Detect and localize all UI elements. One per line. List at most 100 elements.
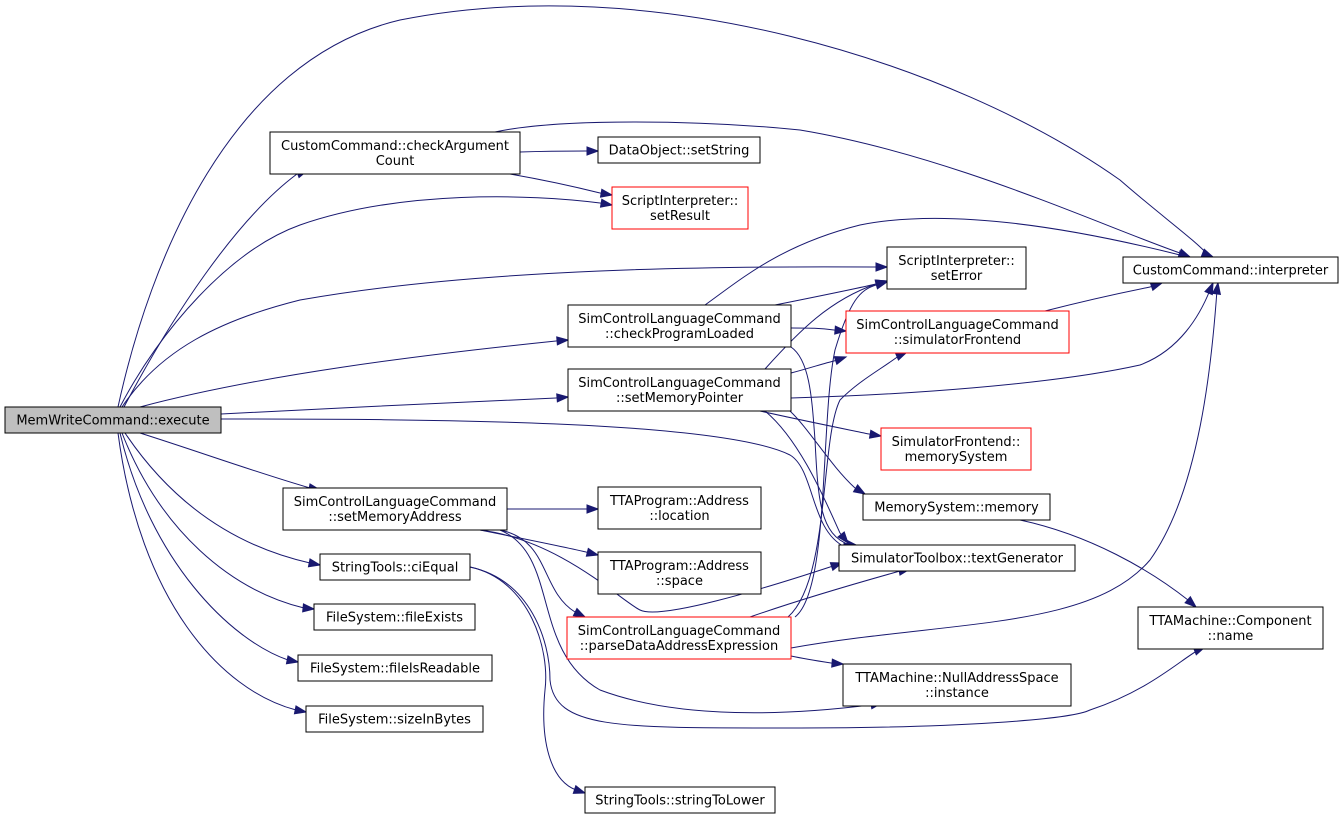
edge-setMemAddr-location (506, 504, 600, 514)
node-box (1137, 606, 1324, 650)
edge-line (1019, 519, 1189, 601)
edge-line (220, 418, 846, 548)
arrowhead-icon (875, 262, 889, 272)
node-label: SimulatorFrontend:: (892, 435, 1021, 450)
edge-exec-setResult (119, 196, 614, 408)
node-exec[interactable]: MemWriteCommand::execute (4, 406, 222, 434)
edge-exec-fileExists (121, 432, 316, 613)
edge-setMemAddr-parseExpr (499, 529, 587, 618)
edge-checkArg-setString (519, 146, 600, 156)
node-label: TTAMachine::Component (1148, 614, 1311, 629)
node-box (597, 136, 761, 164)
edge-line (794, 284, 877, 618)
node-space[interactable]: TTAProgram::Address::space (597, 551, 762, 595)
node-fileReadable[interactable]: FileSystem::fileIsReadable (297, 654, 493, 682)
arrowhead-icon (874, 280, 889, 290)
node-memSystem[interactable]: SimulatorFrontend::memorySystem (880, 427, 1032, 471)
node-label: ::parseDataAddressExpression (580, 639, 778, 654)
arrowhead-icon (572, 784, 587, 794)
edge-line-end (829, 566, 832, 568)
arrowhead-icon (586, 504, 600, 514)
arrowhead-icon (833, 356, 848, 366)
edge-line (774, 283, 877, 306)
node-textGen[interactable]: SimulatorToolbox::textGenerator (838, 544, 1076, 572)
arrowhead-icon (852, 484, 867, 495)
edge-line (139, 432, 311, 489)
edge-line (790, 327, 835, 331)
edge-exec-textGen (220, 418, 857, 552)
node-simFront[interactable]: SimControlLanguageCommand::simulatorFron… (845, 310, 1070, 354)
node-label: ::instance (925, 686, 989, 701)
node-setMemAddr[interactable]: SimControlLanguageCommand::setMemoryAddr… (282, 487, 508, 531)
arrowhead-icon (307, 558, 322, 568)
node-label: ::setMemoryAddress (328, 510, 461, 525)
edge-setMemAddr-space (479, 529, 600, 557)
edge-parseExpr-setError (794, 280, 889, 618)
node-compName[interactable]: TTAMachine::Component::name (1137, 606, 1324, 650)
edge-line (764, 283, 877, 370)
edge-line (469, 566, 577, 791)
arrowhead-icon (585, 547, 600, 557)
edge-line (519, 150, 587, 153)
node-fileExists[interactable]: FileSystem::fileExists (313, 603, 476, 631)
node-box (842, 663, 1072, 707)
edge-line (124, 432, 311, 564)
node-checkProg[interactable]: SimControlLanguageCommand::checkProgramL… (567, 304, 792, 348)
edge-setMemPtr-textGen (764, 410, 849, 545)
node-label: CustomCommand::checkArgument (281, 139, 509, 154)
edge-line (787, 354, 901, 618)
node-label: setResult (650, 209, 710, 224)
edge-line (220, 397, 557, 415)
edge-setMemPtr-simFront (790, 356, 848, 374)
arrowhead-icon (599, 198, 614, 208)
node-memory[interactable]: MemorySystem::memory (862, 493, 1051, 521)
node-label: MemorySystem::memory (874, 501, 1039, 516)
node-box (305, 705, 484, 733)
edge-line (469, 566, 1201, 729)
arrowhead-icon (302, 603, 316, 613)
edge-parseExpr-interp (790, 281, 1222, 649)
edge-exec-fileReadable (119, 432, 300, 665)
node-label: ::checkProgramLoaded (605, 327, 754, 342)
node-label: FileSystem::fileExists (326, 611, 463, 626)
edge-line (119, 196, 601, 408)
node-location[interactable]: TTAProgram::Address::location (597, 486, 762, 530)
edge-line (139, 340, 557, 408)
edge-line (790, 289, 1218, 649)
edge-line-end (1202, 252, 1209, 256)
edge-simFront-interp (1044, 282, 1164, 312)
arrowhead-icon (285, 655, 300, 665)
node-label: SimControlLanguageCommand (578, 376, 781, 391)
node-label: ::space (656, 574, 703, 589)
node-box (597, 486, 762, 530)
node-sizeInBytes[interactable]: FileSystem::sizeInBytes (305, 705, 484, 733)
edge-line (764, 410, 841, 534)
node-label: MemWriteCommand::execute (16, 414, 209, 429)
node-box (566, 616, 792, 660)
node-setMemPtr[interactable]: SimControlLanguageCommand::setMemoryPoin… (567, 368, 792, 412)
nodes: MemWriteCommand::execute CustomCommand::c… (4, 131, 1339, 814)
edge-line (790, 289, 1211, 399)
edge-ciEqual-toLower (469, 566, 587, 794)
node-setString[interactable]: DataObject::setString (597, 136, 761, 164)
node-nullAddr[interactable]: TTAMachine::NullAddressSpace::instance (842, 663, 1072, 707)
node-setError[interactable]: ScriptInterpreter::setError (886, 246, 1027, 290)
node-label: StringTools::stringToLower (595, 794, 765, 809)
node-parseExpr[interactable]: SimControlLanguageCommand::parseDataAddr… (566, 616, 792, 660)
node-label: FileSystem::sizeInBytes (318, 713, 471, 728)
node-label: Count (376, 154, 415, 169)
edge-parseExpr-nullAddr (790, 655, 845, 668)
edge-parseExpr-simFront (787, 351, 909, 618)
edges (117, 5, 1222, 794)
edge-exec-sizeInBytes (117, 432, 308, 715)
node-ciEqual[interactable]: StringTools::ciEqual (319, 553, 471, 581)
node-interp[interactable]: CustomCommand::interpreter (1122, 256, 1339, 284)
edge-setMemPtr-interp (790, 281, 1214, 399)
arrowhead-icon (293, 705, 308, 715)
node-toLower[interactable]: StringTools::stringToLower (584, 786, 776, 814)
node-setResult[interactable]: ScriptInterpreter::setResult (611, 186, 749, 230)
node-label: SimControlLanguageCommand (294, 495, 497, 510)
arrowhead-icon (1149, 282, 1164, 292)
